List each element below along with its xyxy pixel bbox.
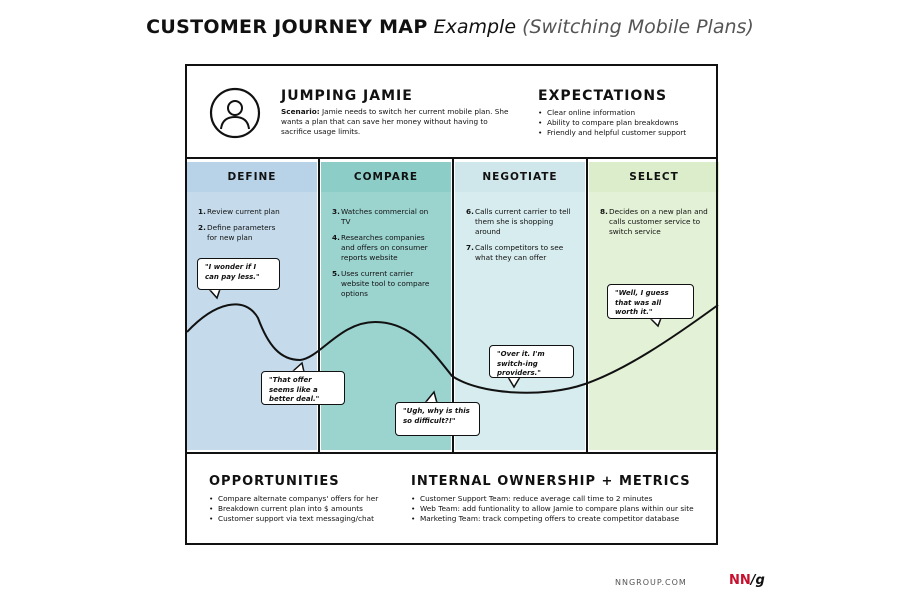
logo-g: /g <box>750 573 765 588</box>
step-number: 7. <box>466 243 474 252</box>
step-text: Calls current carrier to tell them she i… <box>475 207 571 236</box>
footer-site: NNGROUP.COM <box>615 578 687 587</box>
bubble-tail <box>506 376 522 389</box>
scenario-label: Scenario: <box>281 107 320 116</box>
step-number: 2. <box>198 223 206 232</box>
step-item: 7.Calls competitors to see what they can… <box>466 243 582 263</box>
stage-header-define: DEFINE <box>187 162 317 192</box>
step-item: 8.Decides on a new plan and calls custom… <box>600 207 716 237</box>
expectation-item: Friendly and helpful customer support <box>538 128 686 138</box>
ownership-item: Marketing Team: track competing offers t… <box>411 514 694 524</box>
expectation-item: Ability to compare plan breakdowns <box>538 118 686 128</box>
select-steps: 8.Decides on a new plan and calls custom… <box>600 207 716 243</box>
step-number: 3. <box>332 207 340 216</box>
step-text: Watches commercial on TV <box>341 207 429 226</box>
nng-logo: NN/g <box>729 573 765 588</box>
step-item: 1.Review current plan <box>198 207 314 217</box>
thought-bubble-compare-2: "Ugh, why is this so difficult?!" <box>395 402 480 436</box>
step-text: Review current plan <box>207 207 280 216</box>
emotion-curve-line <box>186 303 719 394</box>
opportunities-list: Compare alternate companys' offers for h… <box>209 494 378 524</box>
scenario-text: Jamie needs to switch her current mobile… <box>281 107 509 136</box>
compare-steps: 3.Watches commercial on TV 4.Researches … <box>332 207 448 305</box>
step-text: Define parameters for new plan <box>207 223 276 242</box>
ownership-list: Customer Support Team: reduce average ca… <box>411 494 694 524</box>
step-number: 4. <box>332 233 340 242</box>
user-avatar-icon <box>209 87 261 139</box>
step-item: 4.Researches companies and offers on con… <box>332 233 448 263</box>
ownership-item: Web Team: add funtionality to allow Jami… <box>411 504 694 514</box>
expectations-list: Clear online information Ability to comp… <box>538 108 686 138</box>
title-example: Example <box>433 16 517 38</box>
step-item: 3.Watches commercial on TV <box>332 207 448 227</box>
step-number: 8. <box>600 207 608 216</box>
opportunities-title: OPPORTUNITIES <box>209 474 340 489</box>
persona-scenario: Scenario: Jamie needs to switch her curr… <box>281 107 513 137</box>
opportunity-item: Breakdown current plan into $ amounts <box>209 504 378 514</box>
expectation-item: Clear online information <box>538 108 686 118</box>
step-item: 5.Uses current carrier website tool to c… <box>332 269 448 299</box>
stage-header-negotiate: NEGOTIATE <box>455 162 585 192</box>
bubble-tail <box>207 288 222 300</box>
divider-stage-1 <box>318 157 320 454</box>
negotiate-steps: 6.Calls current carrier to tell them she… <box>466 207 582 269</box>
step-text: Decides on a new plan and calls customer… <box>609 207 708 236</box>
divider-stage-3 <box>586 157 588 454</box>
opportunity-item: Customer support via text messaging/chat <box>209 514 378 524</box>
step-number: 6. <box>466 207 474 216</box>
title-subtitle: (Switching Mobile Plans) <box>522 16 754 38</box>
stage-header-select: SELECT <box>589 162 719 192</box>
step-number: 5. <box>332 269 340 278</box>
divider-top <box>185 157 718 159</box>
persona-name: JUMPING JAMIE <box>281 88 413 104</box>
define-steps: 1.Review current plan 2.Define parameter… <box>198 207 314 249</box>
divider-bottom <box>185 452 718 454</box>
step-text: Calls competitors to see what they can o… <box>475 243 564 262</box>
divider-stage-2 <box>452 157 454 454</box>
step-text: Researches companies and offers on consu… <box>341 233 428 262</box>
step-item: 6.Calls current carrier to tell them she… <box>466 207 582 237</box>
step-text: Uses current carrier website tool to com… <box>341 269 430 298</box>
step-item: 2.Define parameters for new plan <box>198 223 314 243</box>
stage-header-compare: COMPARE <box>321 162 451 192</box>
ownership-item: Customer Support Team: reduce average ca… <box>411 494 694 504</box>
title-main: CUSTOMER JOURNEY MAP <box>146 16 428 38</box>
thought-bubble-select: "Well, I guess that was all worth it." <box>607 284 694 319</box>
expectations-title: EXPECTATIONS <box>538 88 668 104</box>
thought-bubble-compare-1: "That offer seems like a better deal." <box>261 371 345 405</box>
page-title: CUSTOMER JOURNEY MAP Example (Switching … <box>0 16 900 38</box>
logo-nn: NN <box>729 573 751 588</box>
step-number: 1. <box>198 207 206 216</box>
opportunity-item: Compare alternate companys' offers for h… <box>209 494 378 504</box>
thought-bubble-define: "I wonder if I can pay less." <box>197 258 280 290</box>
thought-bubble-negotiate: "Over it. I'm switch-ing providers." <box>489 345 574 378</box>
ownership-title: INTERNAL OWNERSHIP + METRICS <box>411 474 691 489</box>
